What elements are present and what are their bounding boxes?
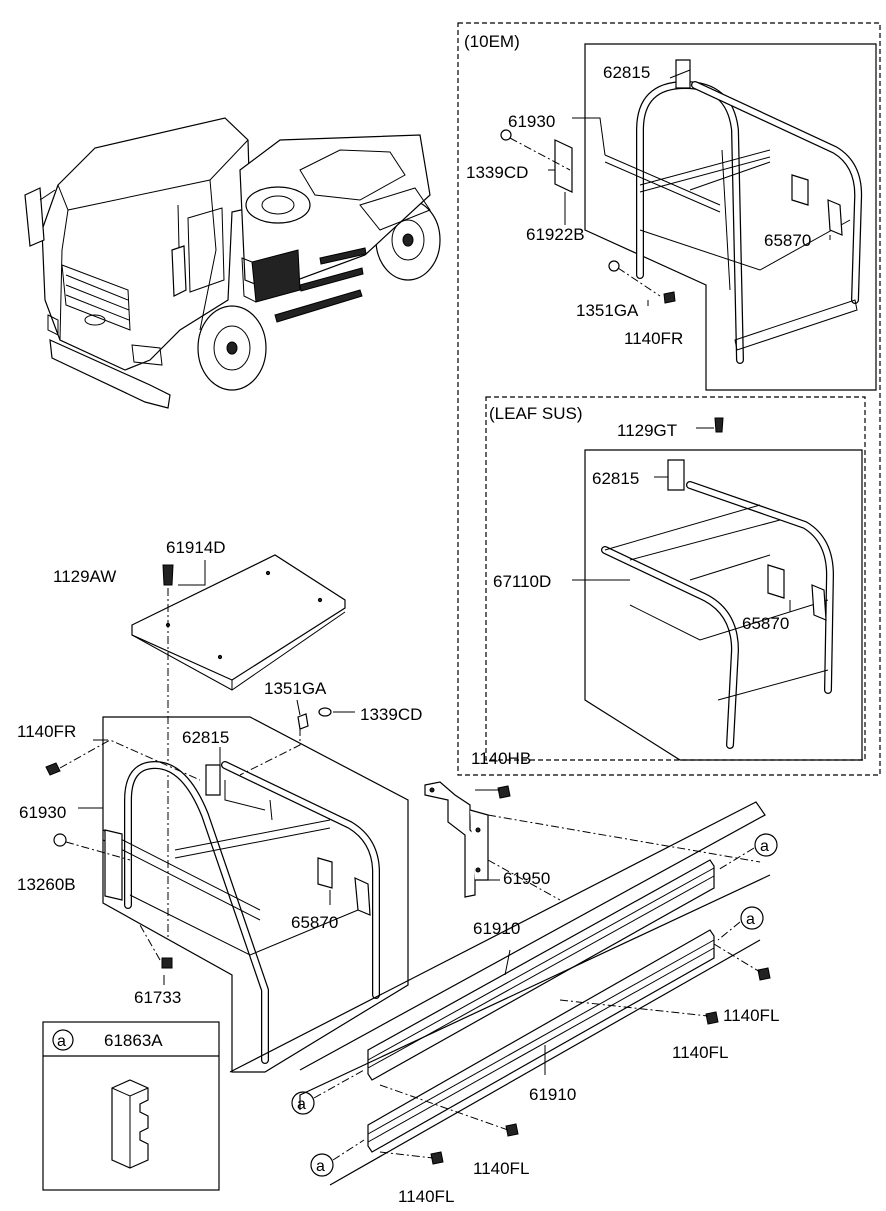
label-1351ga-main: 1351GA — [264, 679, 327, 698]
rail-61910-upper — [367, 859, 715, 1081]
label-1140fl-2: 1140FL — [672, 1043, 728, 1062]
label-1140fl-4: 1140FL — [398, 1187, 454, 1206]
label-1129aw: 1129AW — [53, 567, 116, 586]
leader-61950 — [475, 789, 500, 881]
rail-upper-box — [229, 801, 766, 1073]
legend-marker: a — [57, 1033, 66, 1050]
label-1140hb: 1140HB — [471, 749, 531, 768]
leader-main-dashes — [59, 728, 301, 961]
label-61922b-10em: 61922B — [526, 225, 585, 244]
rail-61910-lower — [367, 929, 715, 1153]
label-61914d: 61914D — [166, 538, 226, 557]
cover-plate-61914d — [131, 554, 346, 691]
group-10em-frame — [457, 22, 881, 776]
legend-part-number: 61863A — [104, 1031, 163, 1050]
label-1339cd-main: 1339CD — [360, 705, 422, 724]
label-62815-leaf: 62815 — [592, 469, 639, 488]
label-61910-top: 61910 — [473, 919, 520, 938]
group-leaf-assembly-box — [584, 449, 863, 761]
callout-a-3-text: a — [297, 1096, 306, 1113]
label-65870-10em: 65870 — [764, 231, 811, 250]
frame-61930-main — [102, 761, 380, 1064]
group-leaf-sus-frame — [485, 396, 866, 761]
callout-a-1: a — [717, 833, 778, 871]
leader-10em — [548, 69, 831, 306]
label-1339cd-10em: 1339CD — [466, 163, 528, 182]
truck-illustration — [24, 117, 441, 409]
label-1140fl-3: 1140FL — [473, 1159, 529, 1178]
leader-61914d — [178, 560, 206, 586]
label-62815-10em: 62815 — [603, 63, 650, 82]
label-1140fr-main: 1140FR — [17, 722, 76, 741]
label-61733-main: 61733 — [134, 988, 181, 1007]
leader-leaf — [572, 427, 791, 612]
leader-61950-dashes — [487, 814, 761, 901]
label-1129gt-leaf: 1129GT — [617, 421, 677, 440]
label-61910-bot: 61910 — [529, 1085, 576, 1104]
callout-a-2: a — [717, 906, 764, 941]
label-67110d-leaf: 67110D — [493, 572, 551, 591]
group-10em-label: (10EM) — [464, 32, 520, 51]
label-1351ga-10em: 1351GA — [576, 301, 639, 320]
label-1140fl-1: 1140FL — [723, 1006, 779, 1025]
leader-main — [78, 699, 355, 985]
leader-10em-dashes — [509, 137, 661, 297]
fasteners-main — [45, 707, 332, 969]
main-assembly-box — [102, 716, 409, 1073]
callout-a-2-text: a — [746, 911, 755, 928]
bolts-1140fl — [430, 967, 771, 1165]
group-10em-assembly-box — [584, 43, 877, 391]
group-leaf-sus-label: (LEAF SUS) — [489, 404, 583, 423]
legend-box: a 61863A — [42, 1021, 220, 1191]
callout-a-3: a — [291, 1069, 365, 1115]
bolts-10em — [500, 129, 676, 304]
label-65870-main: 65870 — [291, 913, 338, 932]
bolt-1129aw — [162, 564, 174, 586]
frame-67110d-leaf — [601, 417, 834, 749]
label-62815-main: 62815 — [182, 728, 229, 747]
label-61950: 61950 — [503, 869, 550, 888]
callout-a-4: a — [310, 1139, 365, 1177]
callout-a-4-text: a — [316, 1158, 325, 1175]
label-61930-10em: 61930 — [508, 112, 555, 131]
callout-a-1-text: a — [760, 838, 769, 855]
label-65870-leaf: 65870 — [742, 614, 789, 633]
frame-61930-10em — [554, 59, 863, 364]
label-13260b-main: 13260B — [17, 875, 76, 894]
label-1140fr-10em: 1140FR — [624, 329, 683, 348]
bracket-61950 — [424, 781, 511, 898]
leader-61910 — [504, 949, 546, 1075]
label-61930-main: 61930 — [19, 803, 66, 822]
